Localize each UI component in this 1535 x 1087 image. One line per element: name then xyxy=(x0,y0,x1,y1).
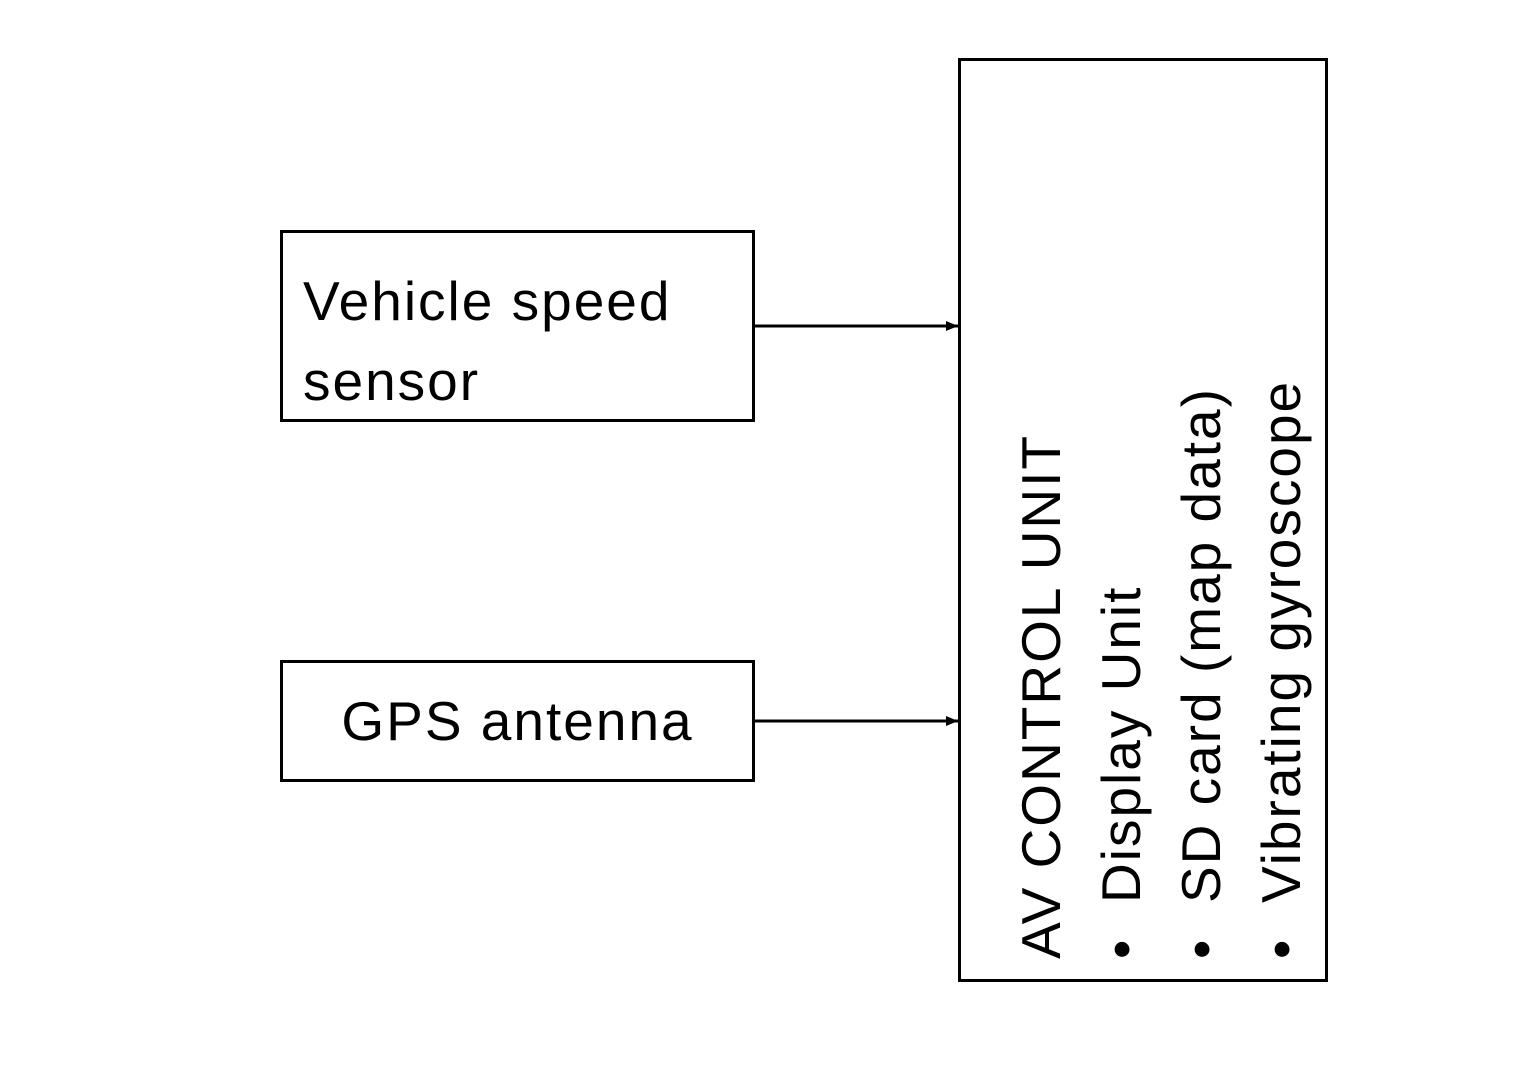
gps-antenna-box: GPS antenna xyxy=(280,660,755,782)
av-control-unit-box: AV CONTROL UNIT •Display Unit •SD card (… xyxy=(958,58,1328,982)
gps-antenna-label: GPS antenna xyxy=(341,690,694,752)
vehicle-speed-sensor-label: Vehicle speed sensor xyxy=(303,261,672,421)
vehicle-speed-sensor-label-line2: sensor xyxy=(303,350,481,412)
vehicle-speed-sensor-box: Vehicle speed sensor xyxy=(280,230,755,422)
vehicle-speed-sensor-label-line1: Vehicle speed xyxy=(303,270,672,332)
